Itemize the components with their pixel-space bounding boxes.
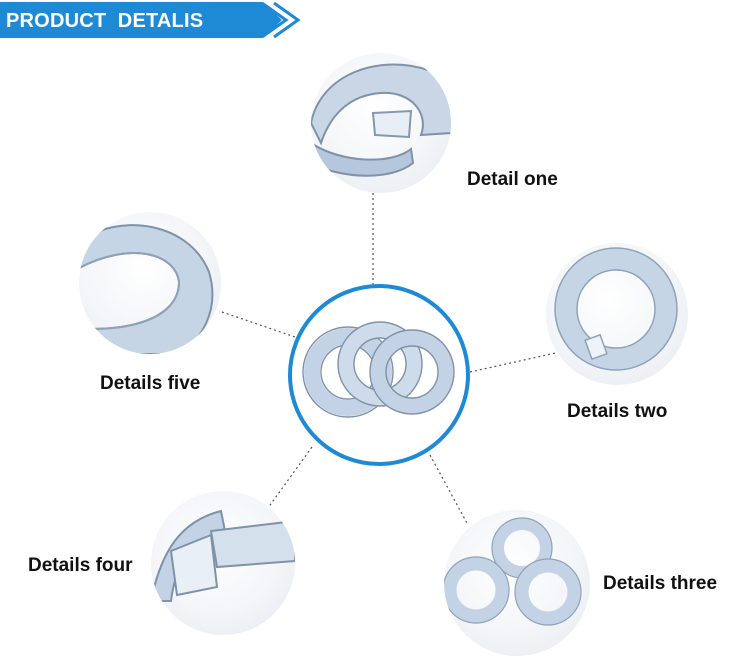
connector-details-five — [221, 311, 299, 339]
details-four-image — [151, 491, 295, 635]
banner-title: PRODUCT DETALIS — [6, 10, 204, 32]
details-two-label: Details two — [567, 401, 668, 422]
details-four-label: Details four — [28, 555, 133, 576]
header-banner: PRODUCT DETALIS — [0, 1, 742, 40]
details-two-image — [546, 243, 688, 385]
banner-shape — [0, 1, 301, 39]
details-five-label: Details five — [100, 373, 201, 394]
details-three-label: Details three — [603, 573, 718, 594]
center-product-image — [288, 284, 470, 466]
connector-details-three — [429, 454, 469, 526]
detail-one-label: Detail one — [467, 169, 558, 190]
detail-one-image — [311, 53, 451, 193]
connector-details-two — [469, 351, 561, 373]
details-five-image — [79, 212, 221, 354]
details-three-image — [444, 510, 590, 656]
